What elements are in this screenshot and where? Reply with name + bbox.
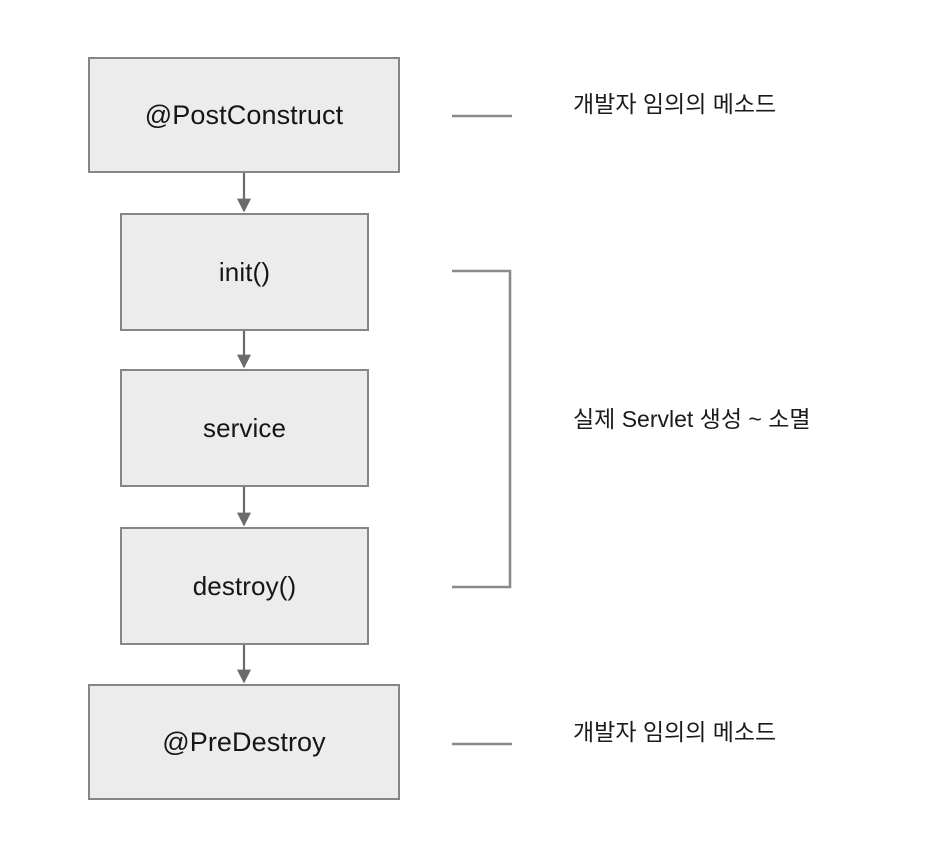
leader-bracket-middle xyxy=(452,269,512,589)
node-init-label: init() xyxy=(218,257,271,287)
node-postconstruct-label: @PostConstruct xyxy=(144,99,344,130)
node-predestroy-label: @PreDestroy xyxy=(162,726,326,757)
node-init[interactable]: init() xyxy=(120,213,369,331)
node-service-label: service xyxy=(202,413,287,443)
node-destroy-label: destroy() xyxy=(192,571,297,601)
annotation-developer-method-bottom: 개발자 임의의 메소드 xyxy=(573,719,777,745)
node-destroy[interactable]: destroy() xyxy=(120,527,369,645)
annotation-developer-method-top: 개발자 임의의 메소드 xyxy=(573,91,777,117)
node-predestroy[interactable]: @PreDestroy xyxy=(88,684,400,800)
annotation-servlet-lifecycle: 실제 Servlet 생성 ~ 소멸 xyxy=(573,406,811,432)
node-service[interactable]: service xyxy=(120,369,369,487)
node-postconstruct[interactable]: @PostConstruct xyxy=(88,57,400,173)
